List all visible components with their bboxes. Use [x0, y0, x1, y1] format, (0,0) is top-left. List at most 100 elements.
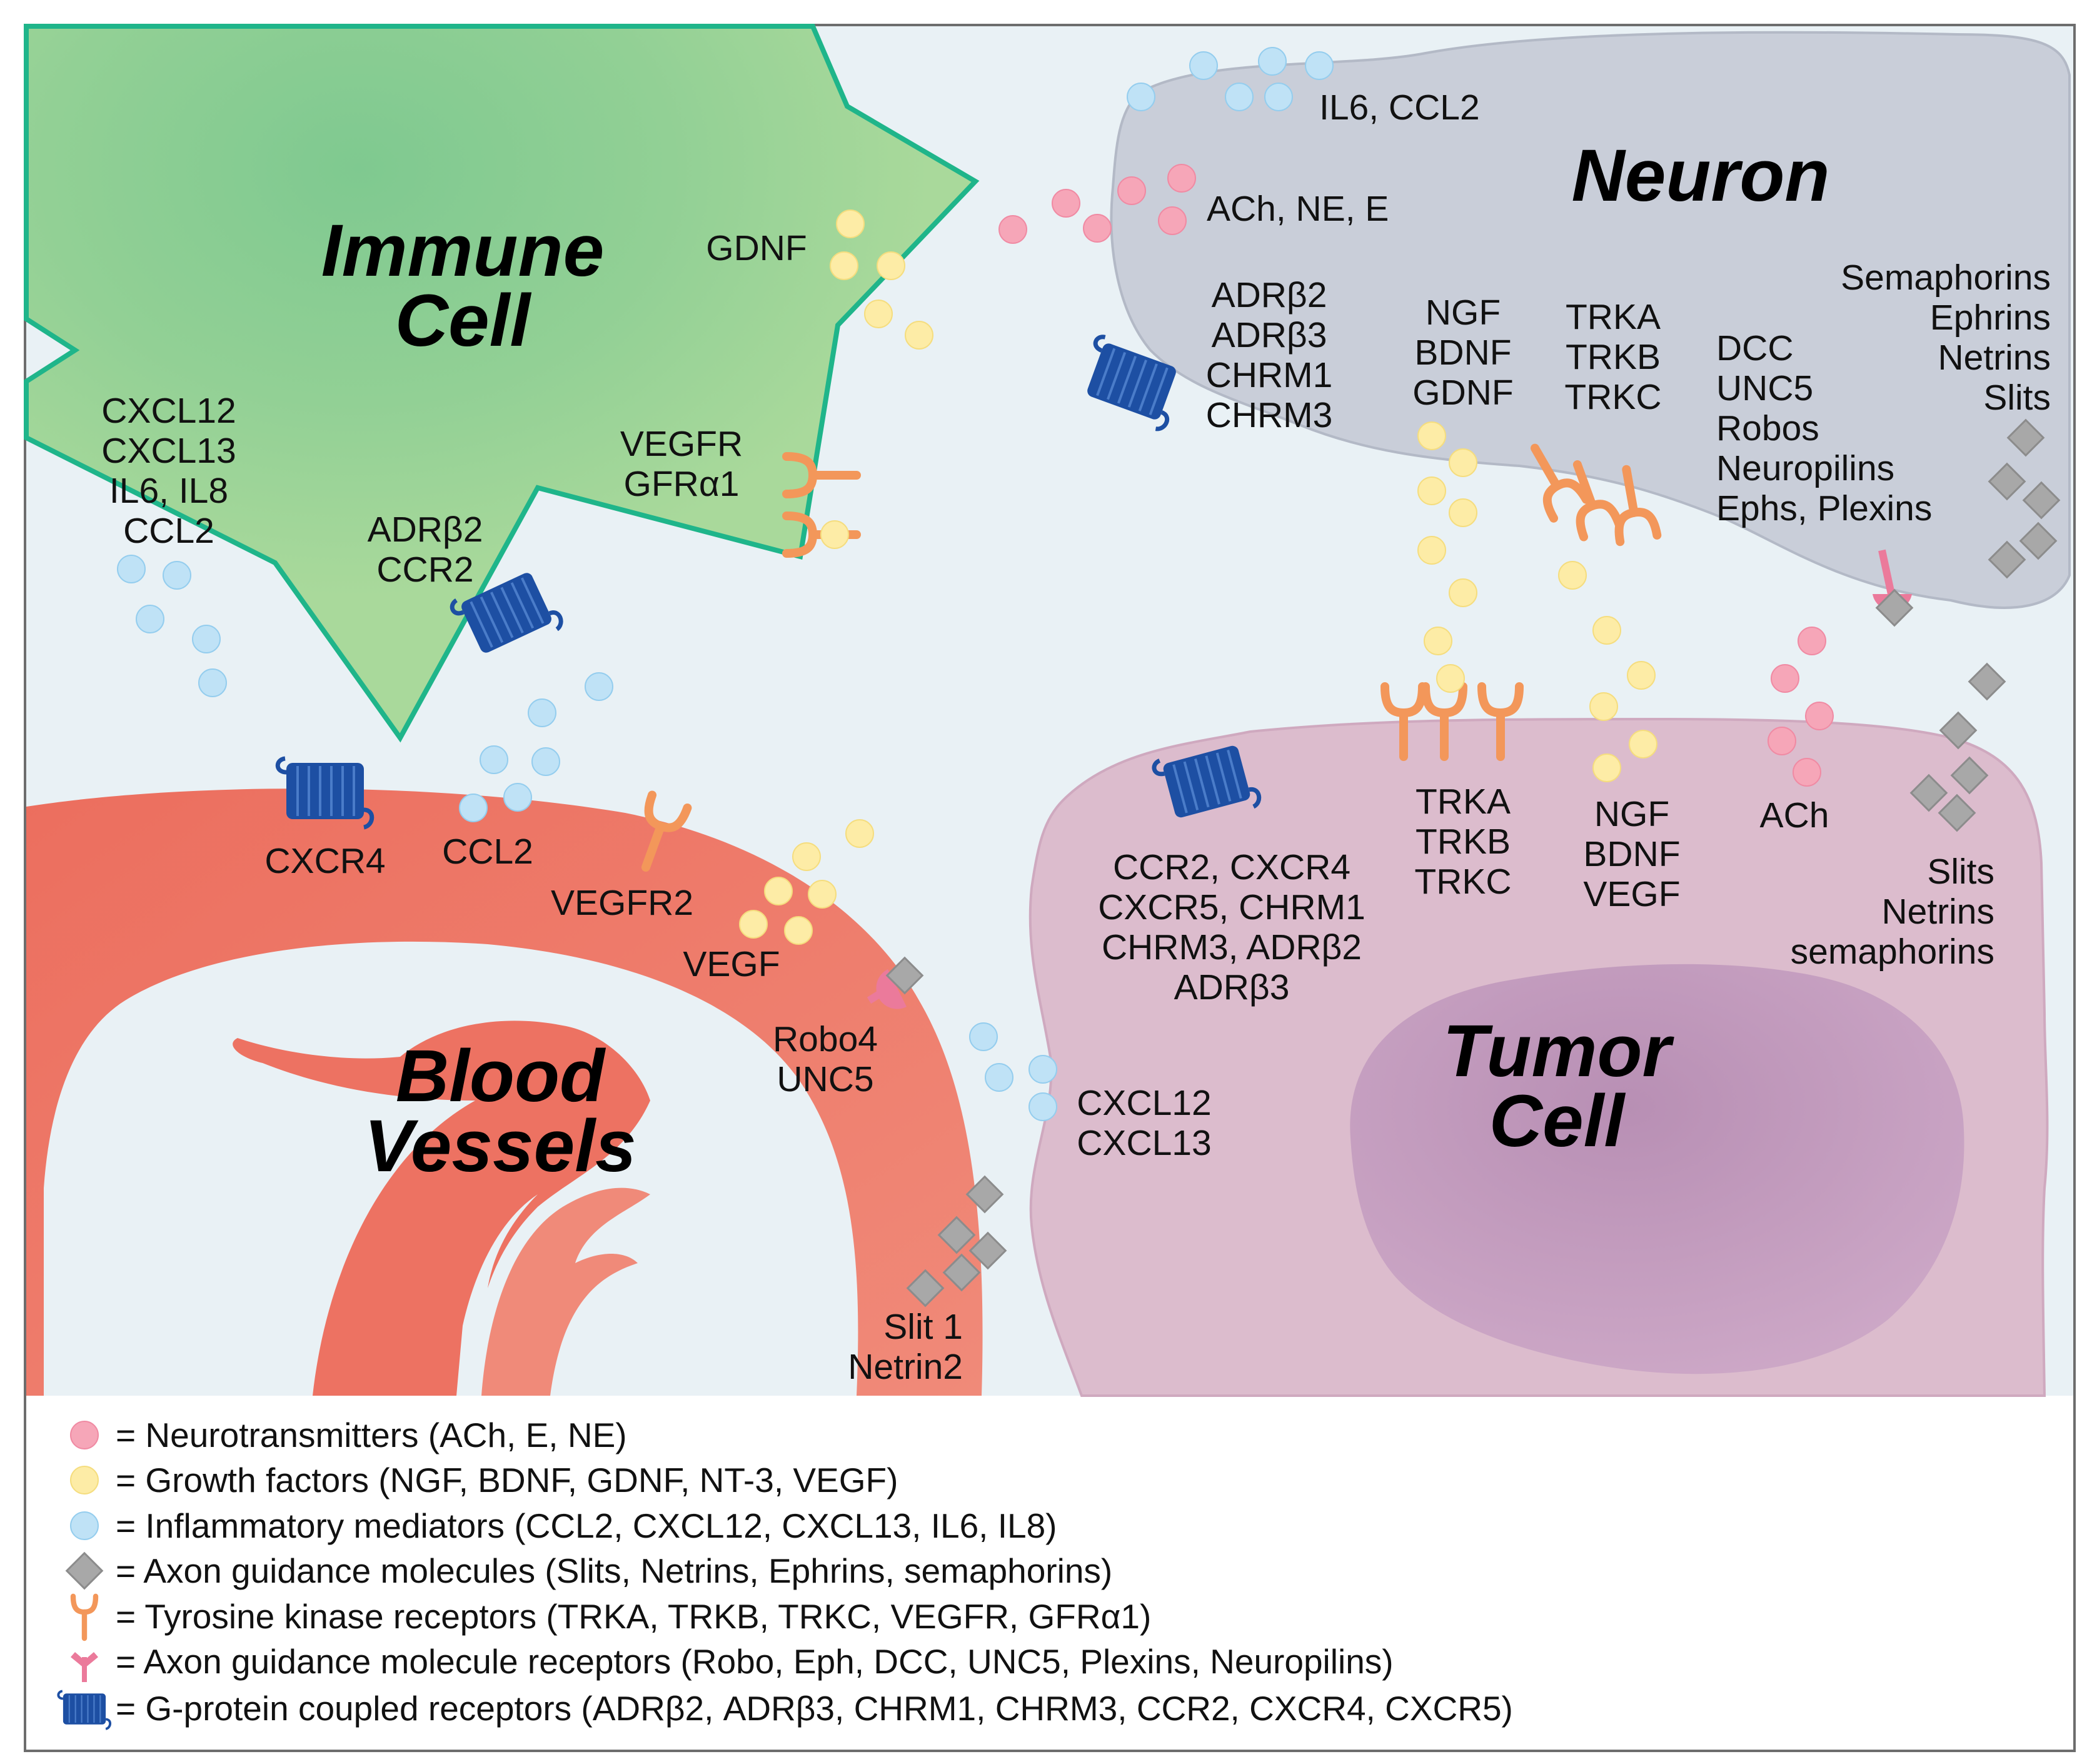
- immune-adr-label: ADRβ2 CCR2: [338, 510, 513, 590]
- label-line: TRKB: [1565, 337, 1661, 377]
- legend-icons: [57, 1421, 112, 1730]
- label-line: Slit 1: [883, 1307, 963, 1347]
- label-line: TRKA: [1415, 782, 1511, 822]
- label-line: NGF: [1594, 794, 1670, 834]
- label-line: Ephrins: [1929, 298, 2051, 338]
- label-line: Slits: [1983, 378, 2051, 418]
- legend-item-guidance-receptors: = Axon guidance molecule receptors (Robo…: [116, 1642, 1394, 1681]
- neuron-dcc-label: DCC UNC5 Robos Neuropilins Ephs, Plexins: [1716, 328, 1979, 528]
- title-line: Cell: [1489, 1080, 1625, 1162]
- label-line: Netrin2: [848, 1347, 963, 1387]
- tumor-nucleus: [1350, 964, 1964, 1374]
- label-line: UNC5: [777, 1059, 874, 1099]
- pink-receptor-icon: [71, 1652, 98, 1682]
- blood-vessel: [26, 789, 983, 1396]
- tumor-trk-label: TRKA TRKB TRKC: [1394, 782, 1532, 902]
- title-line: Cell: [395, 280, 531, 362]
- label-line: CHRM1: [1205, 355, 1333, 395]
- label-line: TRKC: [1564, 377, 1662, 417]
- neuron-sema-label: Semaphorins Ephrins Netrins Slits: [1801, 258, 2051, 418]
- legend-item-neurotransmitters: = Neurotransmitters (ACh, E, NE): [116, 1416, 627, 1454]
- neuron-cell: [1110, 31, 2071, 609]
- label-line: Neuropilins: [1716, 448, 1895, 488]
- tumor-ach-label: ACh: [1738, 795, 1851, 835]
- cxcl12-13-label: CXCL12 CXCL13: [1057, 1083, 1232, 1163]
- label-line: BDNF: [1414, 333, 1512, 373]
- label-line: TRKC: [1414, 862, 1512, 902]
- label-line: GDNF: [706, 228, 807, 268]
- label-line: ADRβ3: [1174, 967, 1290, 1007]
- label-line: IL6, IL8: [109, 471, 229, 511]
- label-line: BDNF: [1583, 834, 1681, 874]
- label-line: GFRα1: [623, 464, 740, 504]
- label-line: CXCR4: [264, 841, 386, 881]
- neuron-trk-label: TRKA TRKB TRKC: [1544, 297, 1682, 417]
- label-line: GDNF: [1412, 373, 1514, 413]
- ccl2-label: CCL2: [425, 832, 550, 872]
- label-line: Ephs, Plexins: [1716, 488, 1933, 528]
- neuron-ngf-label: NGF BDNF GDNF: [1388, 293, 1538, 413]
- vessel-branch: [233, 1021, 650, 1396]
- yellow-circle-icon: [70, 1466, 99, 1494]
- slit1-label: Slit 1 Netrin2: [788, 1307, 963, 1387]
- label-line: CHRM3: [1205, 395, 1333, 435]
- label-line: DCC: [1716, 328, 1794, 368]
- tumor-ngf-label: NGF BDNF VEGF: [1557, 794, 1707, 914]
- label-line: CXCR5, CHRM1: [1098, 887, 1365, 927]
- tumor-cell-title: Tumor Cell: [1407, 1010, 1707, 1162]
- label-line: ACh, NE, E: [1207, 189, 1389, 229]
- title-line: Neuron: [1571, 134, 1830, 217]
- label-line: CXCL12: [101, 391, 236, 431]
- label-line: Semaphorins: [1841, 258, 2051, 298]
- title-line: Tumor: [1442, 1010, 1671, 1092]
- blue-circle-icon: [70, 1511, 99, 1540]
- label-line: VEGFR: [620, 424, 743, 464]
- growth-factor-molecules: [739, 209, 1657, 945]
- label-line: Slits: [1927, 852, 1994, 892]
- label-line: UNC5: [1716, 368, 1814, 408]
- gpcr-icon: [57, 1690, 112, 1730]
- title-line: Blood: [395, 1035, 605, 1117]
- label-line: ADRβ2: [367, 510, 483, 550]
- immune-vegfr-label: VEGFR GFRα1: [594, 424, 769, 504]
- cxcr4-label: CXCR4: [250, 841, 400, 881]
- label-line: CCR2: [376, 550, 474, 590]
- neuron-adr-label: ADRβ2 ADRβ3 CHRM1 CHRM3: [1182, 275, 1357, 435]
- label-line: CXCL13: [101, 431, 236, 471]
- label-line: IL6, CCL2: [1319, 88, 1480, 128]
- label-line: ADRβ2: [1211, 275, 1327, 315]
- label-line: TRKB: [1415, 822, 1511, 862]
- immune-cell-title: Immune Cell: [300, 209, 625, 362]
- gdnf-label: GDNF: [688, 228, 825, 268]
- legend-item-inflammatory: = Inflammatory mediators (CCL2, CXCL12, …: [116, 1506, 1057, 1545]
- label-line: CCR2, CXCR4: [1112, 847, 1351, 887]
- title-line: Vessels: [364, 1105, 636, 1187]
- vessel-branch-2: [481, 1187, 650, 1396]
- vessel-gpcr-icon: [278, 759, 372, 827]
- label-line: Robo4: [773, 1019, 878, 1059]
- vegfr2-label: VEGFR2: [535, 883, 710, 923]
- legend-item-tyrosine-kinase: = Tyrosine kinase receptors (TRKA, TRKB,…: [116, 1597, 1152, 1636]
- label-line: CHRM3, ADRβ2: [1101, 927, 1362, 967]
- label-line: Netrins: [1938, 338, 2051, 378]
- neurotransmitter-molecules: [998, 164, 1834, 787]
- label-line: Robos: [1716, 408, 1819, 448]
- tumor-gpcr-label: CCR2, CXCR4 CXCR5, CHRM1 CHRM3, ADRβ2 AD…: [1069, 847, 1394, 1007]
- il6-ccl2-label: IL6, CCL2: [1319, 88, 1519, 128]
- robo4-label: Robo4 UNC5: [750, 1019, 900, 1099]
- label-line: VEGFR2: [550, 883, 694, 923]
- label-line: ADRβ3: [1211, 315, 1327, 355]
- vegf-label: VEGF: [663, 944, 800, 984]
- neuron-title: Neuron: [1551, 134, 1851, 217]
- inflammatory-molecules: [117, 47, 1334, 1121]
- title-line: Immune: [321, 209, 605, 292]
- label-line: CCL2: [123, 511, 214, 551]
- label-line: VEGF: [683, 944, 780, 984]
- blood-vessels-title: Blood Vessels: [338, 1035, 663, 1187]
- legend-item-growth-factors: = Growth factors (NGF, BDNF, GDNF, NT-3,…: [116, 1461, 898, 1499]
- label-line: CXCL12: [1077, 1083, 1212, 1123]
- tumor-slits-label: Slits Netrins semaphorins: [1751, 852, 1994, 972]
- label-line: CXCL13: [1077, 1123, 1212, 1163]
- immune-chemokines-label: CXCL12 CXCL13 IL6, IL8 CCL2: [63, 391, 275, 551]
